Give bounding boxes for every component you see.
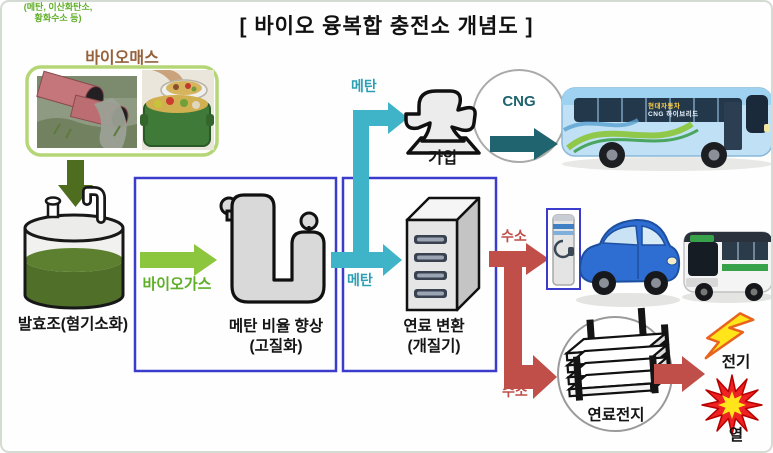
hydrogen-to-fuel-cell-label: 수소 bbox=[502, 383, 528, 399]
methane-to-reformer-label: 메탄 bbox=[347, 272, 373, 288]
electricity-label: 전기 bbox=[721, 354, 751, 371]
methane-right-arrow-icon bbox=[331, 244, 402, 276]
reforming-process-box bbox=[341, 176, 498, 373]
diagram-title: [ 바이오 융복합 충전소 개념도 ] bbox=[239, 15, 534, 38]
hydrogen-bus-icon bbox=[682, 231, 771, 303]
biomass-label: 바이오매스 bbox=[85, 50, 159, 67]
upgrader-label: 메탄 비율 향상 bbox=[228, 318, 324, 335]
compressor-icon bbox=[404, 89, 481, 155]
methane-up-arrow-icon bbox=[353, 102, 408, 260]
hydrogen-car-icon bbox=[576, 218, 681, 307]
cng-bus-marking-brand: 현대자동차 bbox=[648, 103, 681, 110]
reformer-label: 연료 변환 bbox=[403, 318, 465, 335]
cng-badge bbox=[472, 69, 566, 163]
output-arrow-icon bbox=[654, 356, 705, 392]
food-waste-photo bbox=[140, 70, 214, 150]
biogas-components-line1: (메탄, 이산화탄소, bbox=[23, 2, 93, 12]
methane-to-compressor-label: 메탄 bbox=[351, 78, 377, 94]
cng-bus-marking-model: CNG 하이브리드 bbox=[648, 111, 699, 118]
upgrader-icon bbox=[219, 193, 326, 304]
heat-label: 열 bbox=[728, 427, 744, 444]
fermenter-tank-icon bbox=[23, 186, 125, 310]
biogas-components-line2: 황화수소 등) bbox=[34, 13, 82, 23]
fuel-cell-label: 연료전지 bbox=[587, 407, 645, 424]
hydrogen-to-dispenser-label: 수소 bbox=[501, 228, 527, 244]
biogas-flow-label: 바이오가스 bbox=[142, 276, 212, 293]
compressor-label: 가압 bbox=[428, 150, 458, 167]
upgrader-sublabel: (고질화) bbox=[249, 338, 303, 355]
hydrogen-arrow-to-fuel-cell-icon bbox=[504, 259, 557, 399]
biogas-components-label: (메탄, 이산화탄소, 황화수소 등) bbox=[2, 2, 114, 24]
heat-burst-icon bbox=[701, 374, 763, 436]
sewage-pipe-photo bbox=[36, 70, 137, 148]
cng-arrow-icon bbox=[490, 128, 558, 160]
cng-flow-label: CNG bbox=[502, 93, 536, 110]
reformer-icon bbox=[405, 196, 481, 312]
reformer-sublabel: (개질기) bbox=[407, 338, 461, 355]
biogas-arrow-icon bbox=[140, 244, 217, 276]
cng-bus-icon bbox=[561, 87, 771, 171]
hydrogen-dispenser-icon bbox=[546, 208, 581, 290]
fermenter-label: 발효조(혐기소화) bbox=[17, 316, 129, 333]
electricity-bolt-icon bbox=[704, 312, 755, 360]
upgrading-process-box bbox=[133, 176, 338, 373]
